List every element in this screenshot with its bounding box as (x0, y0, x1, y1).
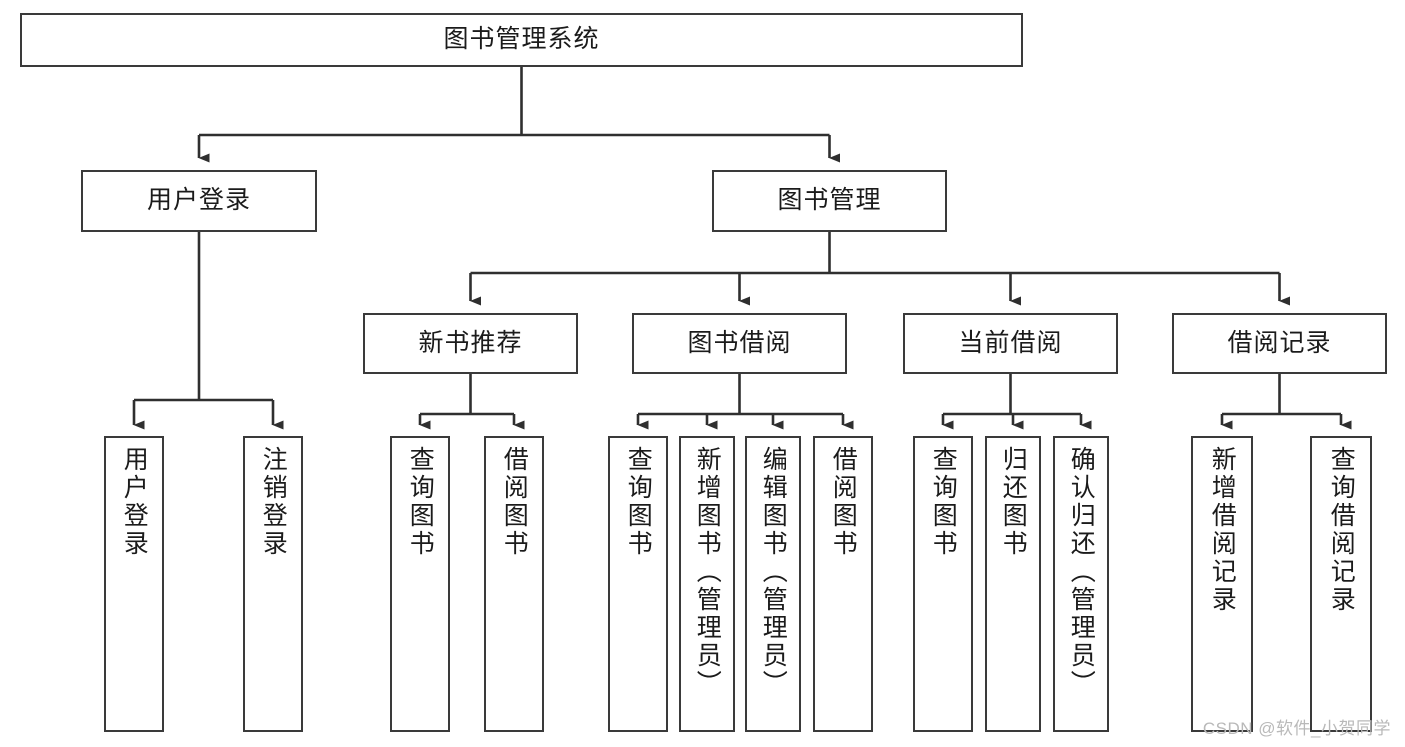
node-label: 查询借阅记录 (1327, 446, 1356, 614)
leaf-node-3[interactable]: 借阅图书 (484, 436, 544, 732)
level2-node-0[interactable]: 用户登录 (81, 170, 317, 232)
level3-node-3[interactable]: 借阅记录 (1172, 313, 1387, 374)
node-label: 用户登录 (120, 446, 149, 558)
node-label: 用户登录 (146, 186, 251, 215)
node-label: 新书推荐 (418, 328, 523, 357)
node-label: 图书管理 (777, 186, 882, 215)
level3-node-1[interactable]: 图书借阅 (632, 313, 847, 374)
node-label: 查询图书 (929, 446, 958, 558)
leaf-node-1[interactable]: 注销登录 (243, 436, 303, 732)
node-label: 借阅图书 (500, 446, 529, 558)
node-label: 借阅图书 (829, 446, 858, 558)
node-label: 新增图书（管理员） (693, 446, 722, 698)
leaf-node-7[interactable]: 借阅图书 (813, 436, 873, 732)
leaf-node-5[interactable]: 新增图书（管理员） (679, 436, 735, 732)
level2-node-1[interactable]: 图书管理 (712, 170, 947, 232)
node-label: 确认归还（管理员） (1067, 446, 1096, 698)
leaf-node-6[interactable]: 编辑图书（管理员） (745, 436, 801, 732)
leaf-node-9[interactable]: 归还图书 (985, 436, 1041, 732)
node-label: 查询图书 (406, 446, 435, 558)
node-label: 当前借阅 (958, 328, 1063, 357)
node-label: 编辑图书（管理员） (759, 446, 788, 698)
leaf-node-2[interactable]: 查询图书 (390, 436, 450, 732)
leaf-node-0[interactable]: 用户登录 (104, 436, 164, 732)
node-label: 注销登录 (259, 446, 288, 558)
leaf-node-10[interactable]: 确认归还（管理员） (1053, 436, 1109, 732)
leaf-node-8[interactable]: 查询图书 (913, 436, 973, 732)
node-label: 借阅记录 (1227, 328, 1332, 357)
node-label: 查询图书 (624, 446, 653, 558)
level3-node-2[interactable]: 当前借阅 (903, 313, 1118, 374)
node-label: 新增借阅记录 (1208, 446, 1237, 614)
node-label: 图书借阅 (687, 328, 792, 357)
level3-node-0[interactable]: 新书推荐 (363, 313, 578, 374)
node-label: 图书管理系统 (443, 25, 600, 54)
leaf-node-11[interactable]: 新增借阅记录 (1191, 436, 1253, 732)
node-label: 归还图书 (999, 446, 1028, 558)
leaf-node-4[interactable]: 查询图书 (608, 436, 668, 732)
root-node-title[interactable]: 图书管理系统 (20, 13, 1023, 67)
leaf-node-12[interactable]: 查询借阅记录 (1310, 436, 1372, 732)
connectors (132, 67, 1352, 430)
